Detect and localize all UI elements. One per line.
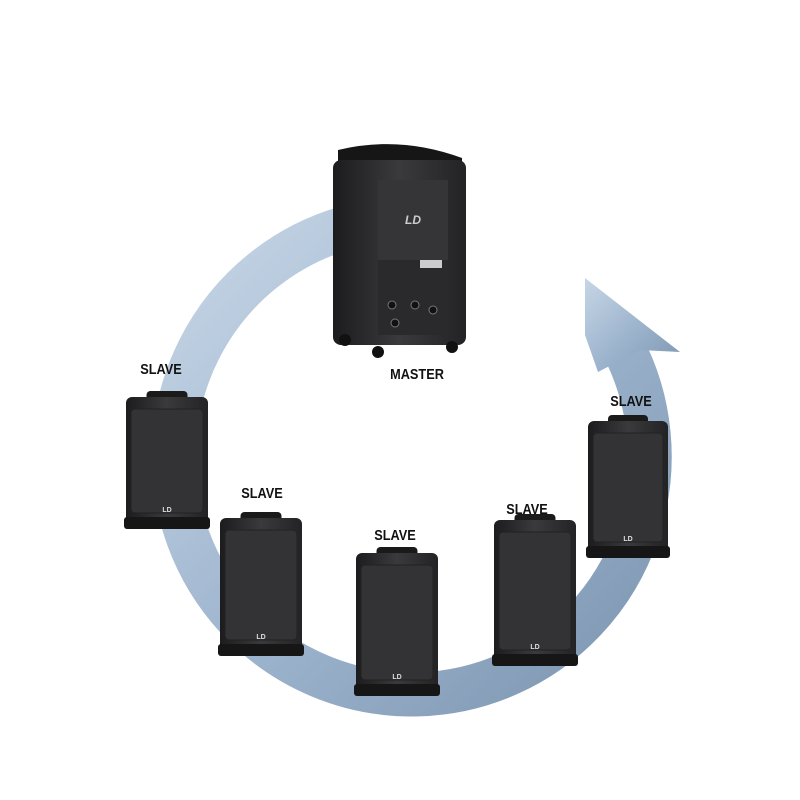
- ld-logo: LD: [392, 674, 401, 681]
- master-panel: [378, 180, 448, 260]
- wheel: [372, 346, 384, 358]
- speaker-grille: [592, 432, 664, 543]
- master-io-panel: [378, 260, 448, 335]
- connector-jack: [428, 305, 438, 315]
- speaker-base: [124, 517, 210, 529]
- connector-jack: [410, 300, 420, 310]
- master-speaker: LD: [333, 144, 466, 358]
- master-label: MASTER: [390, 366, 444, 383]
- slave-speaker: LD: [586, 415, 670, 558]
- ld-logo: LD: [405, 213, 421, 227]
- speaker-base: [586, 546, 670, 558]
- wheel: [339, 334, 351, 346]
- connector-jack: [390, 318, 400, 328]
- slave-speaker: LD: [218, 512, 304, 656]
- ld-logo: LD: [623, 536, 632, 543]
- speaker-grille: [130, 408, 204, 514]
- connector-jack: [387, 300, 397, 310]
- speaker-base: [492, 654, 578, 666]
- speaker-base: [218, 644, 304, 656]
- speaker-grille: [360, 564, 434, 681]
- slave-label: SLAVE: [610, 393, 652, 410]
- ld-logo: LD: [162, 507, 171, 514]
- speaker-grille: [498, 531, 572, 651]
- master-label-sticker: [420, 260, 442, 268]
- ld-logo: LD: [256, 634, 265, 641]
- speaker-base: [354, 684, 440, 696]
- arrow-head: [585, 278, 680, 372]
- wheel: [446, 341, 458, 353]
- speaker-grille: [224, 529, 298, 641]
- slave-label: SLAVE: [374, 527, 416, 544]
- slave-label: SLAVE: [241, 485, 283, 502]
- slave-speaker: LD: [124, 391, 210, 529]
- slave-speaker: LD: [354, 547, 440, 696]
- ld-logo: LD: [530, 644, 539, 651]
- slave-speaker: LD: [492, 514, 578, 666]
- slave-label: SLAVE: [140, 361, 182, 378]
- slave-label: SLAVE: [506, 501, 548, 518]
